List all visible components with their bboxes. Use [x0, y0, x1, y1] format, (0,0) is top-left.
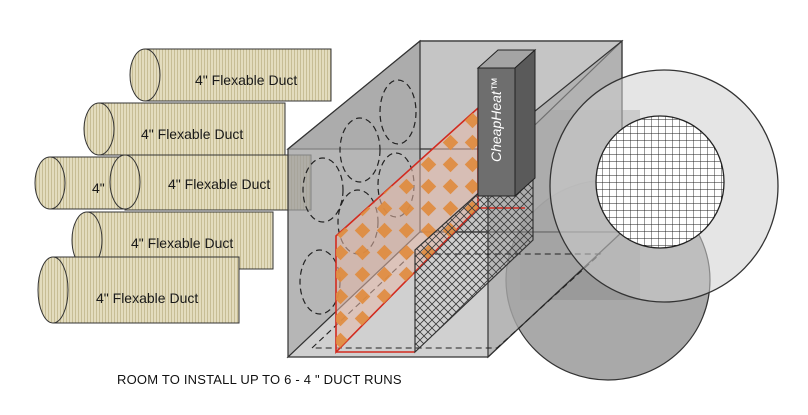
duct-label: 4" — [92, 180, 105, 196]
duct-label: 4" Flexable Duct — [168, 176, 270, 192]
heater-unit: CheapHeat™ — [476, 48, 537, 198]
duct-label: 4" Flexable Duct — [141, 126, 243, 142]
duct-4: 4" Flexable Duct — [109, 154, 312, 211]
duct-6: 4" Flexable Duct — [37, 256, 240, 324]
duct-label: 4" Flexable Duct — [96, 290, 198, 306]
caption: ROOM TO INSTALL UP TO 6 - 4 " DUCT RUNS — [117, 372, 402, 387]
duct-1: 4" Flexable Duct — [129, 48, 332, 102]
duct-2: 4" Flexable Duct — [83, 102, 286, 156]
duct-label: 4" Flexable Duct — [195, 72, 297, 88]
fan-intake — [549, 69, 779, 303]
duct-label: 4" Flexable Duct — [131, 235, 233, 251]
heater-brand-label: CheapHeat™ — [488, 77, 504, 162]
